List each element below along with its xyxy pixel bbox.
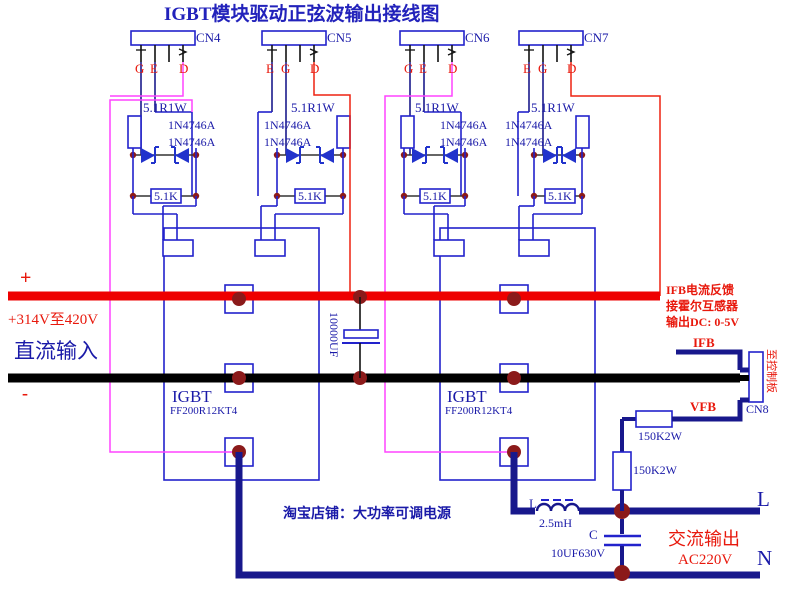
- connector-header-cn6: [399, 30, 465, 62]
- pulldown-label-2: 5.1K: [298, 189, 322, 203]
- pin-label-cn6-1: G: [404, 61, 414, 76]
- inductor-ref-label: L: [529, 496, 537, 511]
- ifb-note-line3: 输出DC: 0-5V: [666, 315, 739, 329]
- pin-label-cn5-1: E: [266, 61, 274, 76]
- capacitor-value-label: 10UF630V: [551, 546, 606, 560]
- connector-header-cn7: [518, 30, 584, 62]
- dc-input-label: 直流输入: [14, 339, 98, 363]
- divider-resistor-2-label: 150K2W: [633, 463, 677, 477]
- connector-header-cn4: [130, 30, 196, 62]
- vfb-label: VFB: [690, 399, 716, 414]
- ifb-label: IFB: [693, 335, 715, 350]
- pin-label-cn6-4: D: [448, 61, 458, 76]
- igbt-module-2-part: FF200R12KT4: [445, 405, 513, 417]
- dc-minus-bus: [8, 371, 740, 385]
- connector-header-cn5: [261, 30, 327, 62]
- pin-label-cn6-2: E: [419, 61, 427, 76]
- resistor-label-2: 5.1R1W: [291, 100, 335, 115]
- ac-line-label: L: [757, 487, 770, 511]
- resistor-label-4: 5.1R1W: [531, 100, 575, 115]
- pulldown-label-4: 5.1K: [548, 189, 572, 203]
- ifb-note-line1: IFB电流反馈: [666, 283, 735, 297]
- zener-label-4b: 1N4746A: [505, 135, 553, 149]
- zener-label-3b: 1N4746A: [440, 135, 488, 149]
- bus-capacitor-symbol: [342, 297, 380, 378]
- igbt-module-2-outline: [433, 227, 596, 481]
- ac-output-voltage: AC220V: [678, 552, 733, 568]
- connector-label-cn4: CN4: [196, 30, 221, 45]
- feedback-network: [612, 349, 764, 511]
- connector-label-cn5: CN5: [327, 30, 352, 45]
- pin-label-cn5-2: G: [281, 61, 291, 76]
- pin-label-cn4-1: G: [135, 61, 145, 76]
- pin-label-cn7-2: G: [538, 61, 548, 76]
- igbt-module-2-label: IGBT: [447, 387, 487, 406]
- zener-label-1a: 1N4746A: [168, 118, 216, 132]
- gate-return-wires: [109, 62, 661, 453]
- driver-stage-2: [257, 62, 351, 240]
- zener-label-2b: 1N4746A: [264, 135, 312, 149]
- capacitor-ref-label: C: [589, 527, 598, 542]
- zener-label-4a: 1N4746A: [505, 118, 553, 132]
- igbt-module-1-label: IGBT: [172, 387, 212, 406]
- pin-label-cn7-1: E: [523, 61, 531, 76]
- ifb-note-line2: 接霍尔互感器: [666, 299, 739, 313]
- page-title: IGBT模块驱动正弦波输出接线图: [164, 4, 440, 25]
- dc-voltage-label: +314V至420V: [8, 312, 99, 328]
- divider-resistor-1-label: 150K2W: [638, 429, 682, 443]
- pin-label-cn4-4: D: [179, 61, 189, 76]
- ac-output-title: 交流输出: [668, 529, 740, 549]
- zener-label-3a: 1N4746A: [440, 118, 488, 132]
- driver-stage-4: [517, 62, 590, 240]
- dc-plus-bus: [8, 290, 660, 306]
- driver-stage-1: [127, 62, 200, 240]
- driver-stage-3: [400, 62, 469, 240]
- pin-label-cn5-4: D: [310, 61, 320, 76]
- resistor-label-1: 5.1R1W: [143, 100, 187, 115]
- connector-label-cn7: CN7: [584, 30, 609, 45]
- zener-label-1b: 1N4746A: [168, 135, 216, 149]
- ac-neutral-label: N: [757, 546, 773, 570]
- zener-label-2a: 1N4746A: [264, 118, 312, 132]
- pin-label-cn7-4: D: [567, 61, 577, 76]
- pulldown-label-1: 5.1K: [154, 189, 178, 203]
- inductor-value-label: 2.5mH: [539, 516, 572, 530]
- igbt-module-1-outline: [162, 227, 320, 481]
- cn8-destination-note: 至控制板: [765, 349, 777, 393]
- bus-capacitor-label: 10000UF: [327, 312, 341, 358]
- dc-plus-sign: +: [20, 267, 32, 289]
- pulldown-label-3: 5.1K: [423, 189, 447, 203]
- connector-label-cn6: CN6: [465, 30, 490, 45]
- resistor-label-3: 5.1R1W: [415, 100, 459, 115]
- connector-label-cn8: CN8: [746, 402, 769, 416]
- pin-label-cn4-2: E: [150, 61, 158, 76]
- ac-output-wiring: [232, 445, 760, 581]
- dc-minus-sign: -: [22, 383, 28, 403]
- shop-watermark: 淘宝店铺：大功率可调电源: [283, 507, 451, 522]
- igbt-module-1-part: FF200R12KT4: [170, 405, 238, 417]
